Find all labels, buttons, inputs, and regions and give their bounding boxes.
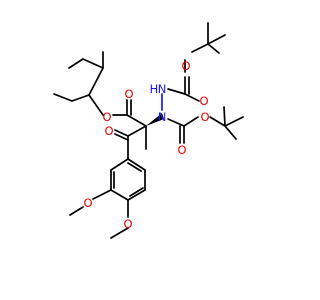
bond [191, 43, 209, 53]
bond [167, 118, 185, 127]
boc-group-lower [167, 106, 244, 144]
bond [127, 158, 146, 171]
hydrazine-group [161, 88, 186, 111]
bond [69, 206, 84, 216]
bond [209, 116, 226, 127]
bond [110, 227, 129, 239]
bond [68, 58, 84, 69]
bond [184, 93, 200, 102]
nitrogen-label: N [158, 110, 167, 124]
bond [82, 58, 104, 69]
oxygen-label: O [102, 110, 111, 124]
oxygen-label: O [83, 196, 92, 210]
bond [127, 125, 147, 137]
bond [126, 114, 147, 127]
bond [183, 116, 199, 127]
bond [224, 116, 244, 127]
atom-labels: O O O O O O O O O N H N [83, 59, 209, 231]
bond [207, 43, 220, 54]
bond [88, 67, 104, 96]
methoxy-groups [69, 189, 129, 239]
molecule-structure: O O O O O O O O O N H N [53, 22, 244, 239]
oxygen-label: O [181, 59, 190, 73]
bond [92, 189, 112, 200]
oxygen-label: O [200, 110, 209, 124]
wedge-bond [146, 113, 164, 126]
alpha-carbon-center [114, 113, 164, 160]
bond [224, 125, 237, 140]
ester-group [88, 94, 147, 127]
nitrogen-label: N [158, 82, 167, 96]
oxygen-label: O [104, 124, 113, 138]
bond [127, 189, 146, 201]
bond [114, 133, 129, 141]
oxygen-label: O [177, 143, 186, 157]
bond [223, 106, 226, 127]
bond [110, 189, 129, 201]
bond [114, 129, 129, 137]
bond [207, 34, 226, 45]
bond [53, 93, 73, 102]
oxygen-label: O [123, 217, 132, 231]
oxygen-label: O [124, 87, 133, 101]
bond [88, 94, 104, 116]
pentyl-group [53, 51, 104, 102]
bond [127, 162, 142, 172]
bond [110, 158, 129, 171]
boc-group-upper [184, 22, 226, 102]
oxygen-label: O [199, 94, 208, 108]
bond [167, 88, 186, 95]
bond [129, 187, 144, 197]
dimethoxyphenyl-ring [110, 158, 146, 201]
bond [71, 94, 90, 102]
hydrogen-label: H [150, 82, 159, 96]
